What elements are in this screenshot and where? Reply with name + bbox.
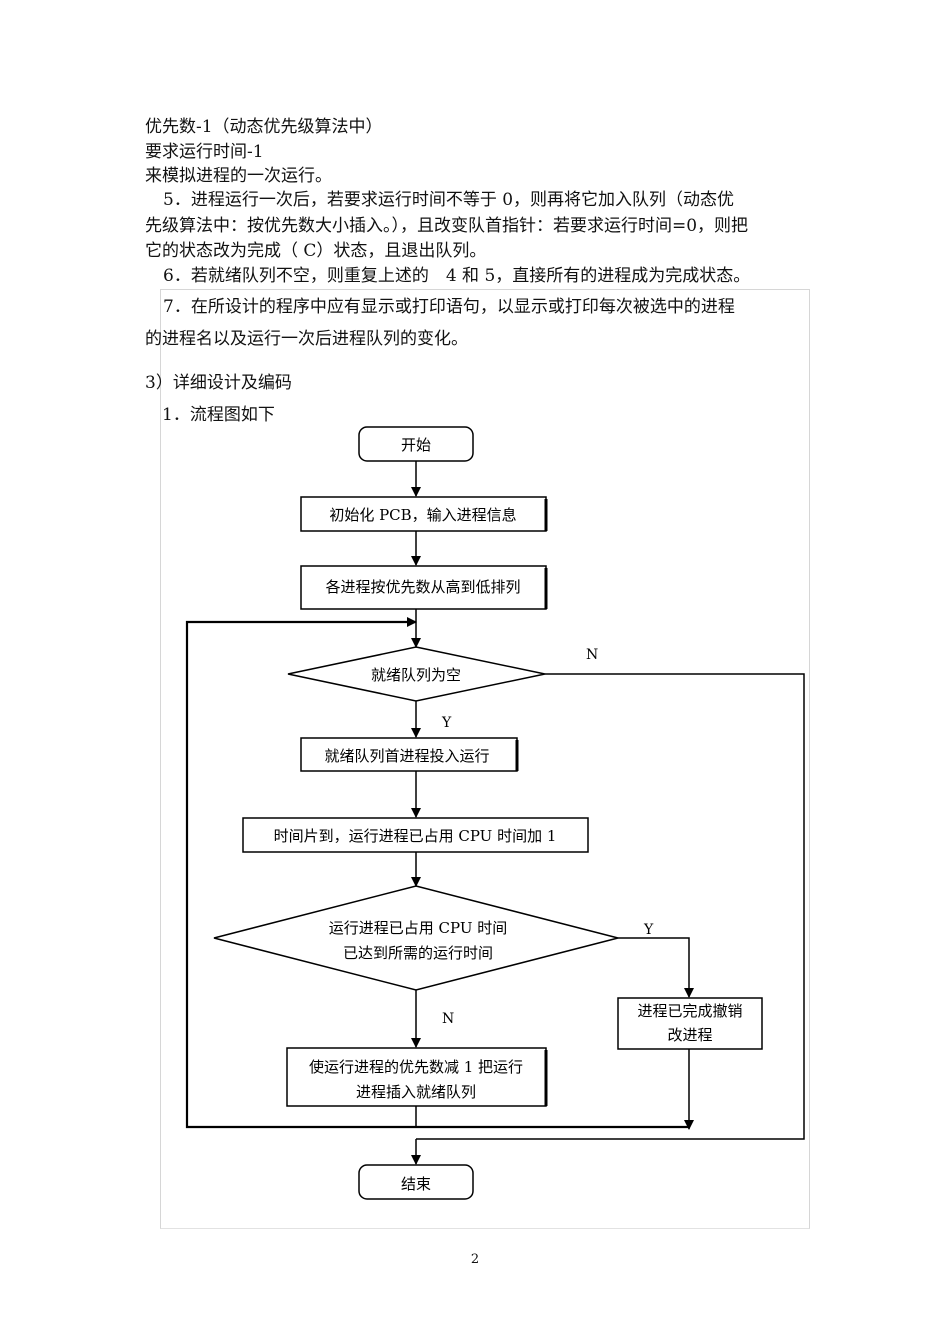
requeue-label-1: 使运行进程的优先数减 1 把运行 [309,1058,523,1076]
label-n-top: N [586,647,598,663]
init-label: 初始化 PCB，输入进程信息 [329,506,516,524]
text-line-9: 的进程名以及运行一次后进程队列的变化。 [145,329,468,349]
yes-branch-line [618,937,694,998]
done-check-label-1: 运行进程已占用 CPU 时间 [329,919,508,937]
done-check-diamond: 运行进程已占用 CPU 时间 已达到所需的运行时间 [213,885,619,991]
text-line-7: 6．若就绪队列不空，则重复上述的 4 和 5，直接所有的进程成为完成状态。 [163,266,751,286]
flowchart-caption: 1．流程图如下 [162,405,275,425]
page-number: 2 [470,1252,480,1267]
end-label: 结束 [401,1175,431,1193]
done-check-label-2: 已达到所需的运行时间 [343,944,493,962]
start-node: 开始 [358,426,474,462]
sort-box: 各进程按优先数从高到低排列 [300,565,548,610]
section-heading: 3）详细设计及编码 [145,373,292,393]
frame-gap [161,360,809,390]
timeslice-label: 时间片到，运行进程已占用 CPU 时间加 1 [274,827,557,845]
label-n-bottom: N [442,1011,454,1027]
text-line-4: 5．进程运行一次后，若要求运行时间不等于 0，则再将它加入队列（动态优 [163,190,735,210]
text-line-3: 来模拟进程的一次运行。 [145,166,332,186]
text-line-2: 要求运行时间-1 [145,142,264,162]
text-line-6: 它的状态改为完成（ C）状态，且退出队列。 [145,241,487,261]
loop-back-line [185,617,417,1129]
timeslice-box: 时间片到，运行进程已占用 CPU 时间加 1 [242,817,589,853]
sort-label: 各进程按优先数从高到低排列 [325,578,520,596]
text-line-5: 先级算法中：按优先数大小插入。），且改变队首指针：若要求运行时间=0，则把 [145,216,749,236]
end-node: 结束 [358,1164,474,1200]
empty-check-diamond: 就绪队列为空 [287,646,546,702]
dispatch-label: 就绪队列首进程投入运行 [324,747,489,765]
requeue-label-2: 进程插入就绪队列 [356,1083,476,1101]
finish-label-1: 进程已完成撤销 [637,1002,742,1020]
requeue-box: 使运行进程的优先数减 1 把运行 进程插入就绪队列 [286,1047,548,1107]
flowchart-frame [160,289,810,1229]
start-label: 开始 [401,436,431,454]
label-y-top: Y [441,715,452,731]
no-branch-line [416,673,805,1140]
init-box: 初始化 PCB，输入进程信息 [300,496,548,532]
text-line-1: 优先数-1（动态优先级算法中） [145,117,383,137]
finish-label-2: 改进程 [667,1026,712,1044]
label-y-right: Y [643,922,654,938]
finish-box: 进程已完成撤销 改进程 [617,997,763,1050]
dispatch-box: 就绪队列首进程投入运行 [300,737,519,772]
text-line-8: 7．在所设计的程序中应有显示或打印语句，以显示或打印每次被选中的进程 [163,297,735,317]
empty-check-label: 就绪队列为空 [371,666,461,684]
